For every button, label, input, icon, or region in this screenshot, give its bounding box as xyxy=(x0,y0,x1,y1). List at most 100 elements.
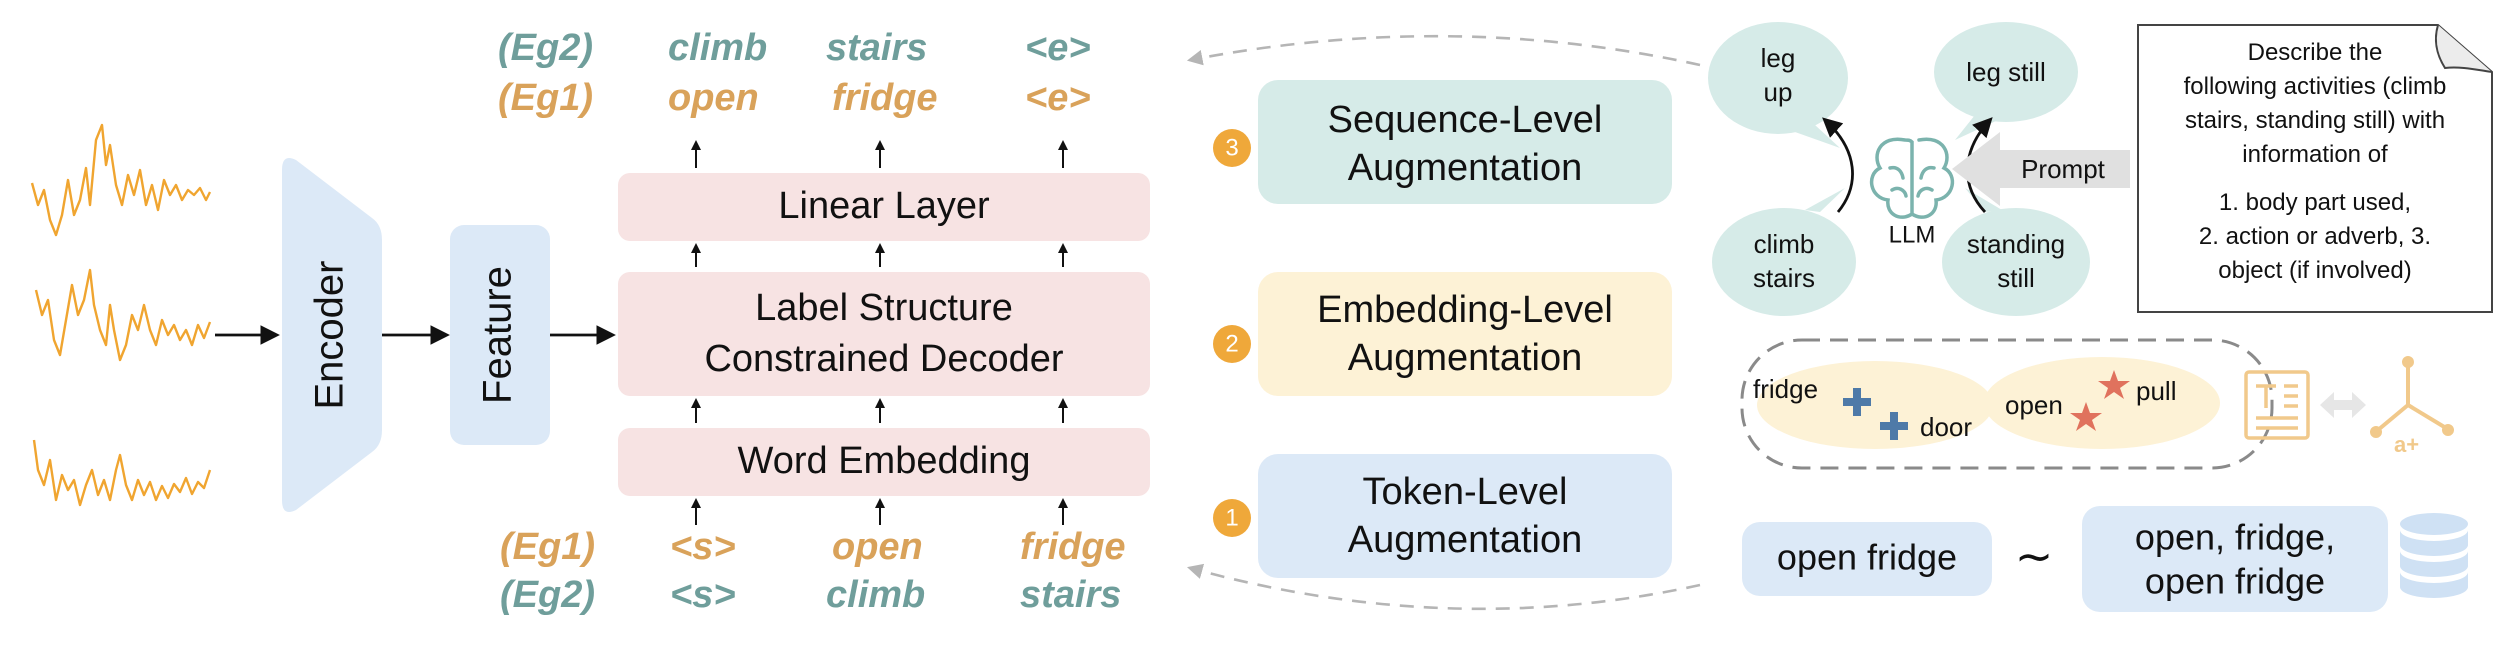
sequence-aug-line1: Sequence-Level xyxy=(1328,99,1603,141)
database-icon xyxy=(2400,513,2468,598)
star-markers xyxy=(2070,370,2130,431)
cluster-open-pull xyxy=(1984,357,2220,449)
word-pull: pull xyxy=(2136,376,2176,406)
badge-3 xyxy=(1213,129,1251,167)
linear-layer-block xyxy=(618,173,1150,241)
star-icon xyxy=(2098,370,2130,399)
tilde-symbol: ∼ xyxy=(2015,530,2054,582)
token-original-text: open fridge xyxy=(1777,537,1957,578)
prompt-text-line: 1. body part used, xyxy=(2219,189,2411,216)
input-eg2-tag: (Eg2) xyxy=(500,574,595,616)
brain-icon xyxy=(1869,137,1955,219)
plus-icon xyxy=(1843,388,1871,416)
encoder-block xyxy=(282,157,382,513)
prompt-text-line: object (if involved) xyxy=(2218,257,2411,284)
input-eg2-token: stairs xyxy=(1020,574,1121,616)
axes-icon xyxy=(2370,356,2454,438)
word-fridge: fridge xyxy=(1753,374,1818,404)
input-eg1-token: <s> xyxy=(670,526,736,568)
input-eg1-token: fridge xyxy=(1020,526,1126,568)
linear-layer-label: Linear Layer xyxy=(778,185,990,227)
decoder-label-line2: Constrained Decoder xyxy=(704,338,1063,380)
badge-2 xyxy=(1213,325,1251,363)
star-icon xyxy=(2070,402,2102,431)
word-embedding-label: Word Embedding xyxy=(738,440,1031,482)
prompt-text-line: Describe the xyxy=(2248,39,2383,66)
bubble-standing-line1: standing xyxy=(1967,229,2065,259)
llm-label: LLM xyxy=(1889,221,1936,248)
prompt-text-line: 2. action or adverb, 3. xyxy=(2199,223,2431,250)
axes-icon-label: a+ xyxy=(2394,432,2419,457)
prompt-document: Describe the following activities (climb… xyxy=(2137,24,2493,313)
token-augmented-line2: open fridge xyxy=(2145,561,2325,602)
sequence-aug-box xyxy=(1258,80,1672,204)
output-eg2-token: climb xyxy=(668,27,767,69)
output-eg2-token: <e> xyxy=(1025,27,1091,69)
prompt-text-line: following activities (climb xyxy=(2184,73,2447,100)
plus-icon xyxy=(1880,412,1908,440)
badge-3-number: 3 xyxy=(1225,134,1238,161)
bubble-climb-stairs xyxy=(1712,208,1856,316)
token-augmented-box xyxy=(2082,506,2388,612)
badge-1 xyxy=(1213,499,1251,537)
dashed-arrow-top xyxy=(1186,34,1701,67)
output-eg1-token: fridge xyxy=(832,77,938,119)
text-document-icon xyxy=(2244,370,2310,440)
token-augmented-line1: open, fridge, xyxy=(2135,517,2335,558)
prompt-text-line: stairs, standing still) with xyxy=(2185,107,2445,134)
sensor-signals xyxy=(30,123,212,507)
word-open: open xyxy=(2005,390,2063,420)
output-eg1-token: <e> xyxy=(1025,77,1091,119)
plus-markers xyxy=(1843,388,1908,440)
signal-2 xyxy=(34,268,212,362)
token-aug-line2: Augmentation xyxy=(1348,519,1583,561)
embedding-space-frame xyxy=(1740,338,2274,470)
bubble-leg-up-line1: leg xyxy=(1761,43,1796,73)
encoder-label: Encoder xyxy=(308,261,352,410)
bubble-standing-line2: still xyxy=(1997,263,2035,293)
cluster-fridge-door xyxy=(1757,361,1993,449)
bubble-leg-still-text: leg still xyxy=(1966,57,2045,87)
output-eg1-tag: (Eg1) xyxy=(498,77,593,119)
bubble-leg-up xyxy=(1708,22,1848,134)
bubble-leg-up-line2: up xyxy=(1764,77,1793,107)
bubble-standing-still xyxy=(1942,208,2090,316)
feature-block xyxy=(450,225,550,445)
output-tokens: (Eg2) climb stairs <e> (Eg1) open fridge… xyxy=(498,27,1091,119)
input-eg2-token: <s> xyxy=(670,574,736,616)
prompt-label: Prompt xyxy=(2021,154,2106,184)
dashed-arrow-bottom xyxy=(1186,563,1701,611)
arrow-climb-to-legup xyxy=(1822,117,1854,213)
token-flow-arrows xyxy=(691,140,1068,525)
bubble-leg-still xyxy=(1934,22,2078,122)
prompt-arrow xyxy=(1952,132,2130,206)
word-door: door xyxy=(1920,412,1972,442)
output-eg1-token: open xyxy=(668,77,759,119)
decoder-block xyxy=(618,272,1150,396)
signal-1 xyxy=(30,123,212,237)
prompt-text-line: information of xyxy=(2242,141,2388,168)
embedding-aug-box xyxy=(1258,272,1672,396)
token-original-box xyxy=(1742,522,1992,596)
word-embedding-block xyxy=(618,428,1150,496)
bubble-climb-line2: stairs xyxy=(1753,263,1815,293)
sequence-aug-line2: Augmentation xyxy=(1348,147,1583,189)
output-eg2-tag: (Eg2) xyxy=(498,27,593,69)
embedding-aug-line1: Embedding-Level xyxy=(1317,289,1613,331)
token-aug-line1: Token-Level xyxy=(1363,471,1568,513)
badge-1-number: 1 xyxy=(1225,504,1238,531)
signal-3 xyxy=(32,439,212,507)
output-eg2-token: stairs xyxy=(826,27,927,69)
bubble-climb-line1: climb xyxy=(1754,229,1815,259)
decoder-label-line1: Label Structure xyxy=(755,287,1013,329)
embedding-aug-line2: Augmentation xyxy=(1348,337,1583,379)
input-tokens: (Eg1) <s> open fridge (Eg2) <s> climb st… xyxy=(500,526,1126,616)
badge-2-number: 2 xyxy=(1225,330,1238,357)
double-arrow-icon xyxy=(2320,392,2366,418)
input-eg2-token: climb xyxy=(826,574,925,616)
input-eg1-tag: (Eg1) xyxy=(500,526,595,568)
input-eg1-token: open xyxy=(832,526,923,568)
feature-label: Feature xyxy=(476,266,520,404)
token-aug-box xyxy=(1258,454,1672,578)
